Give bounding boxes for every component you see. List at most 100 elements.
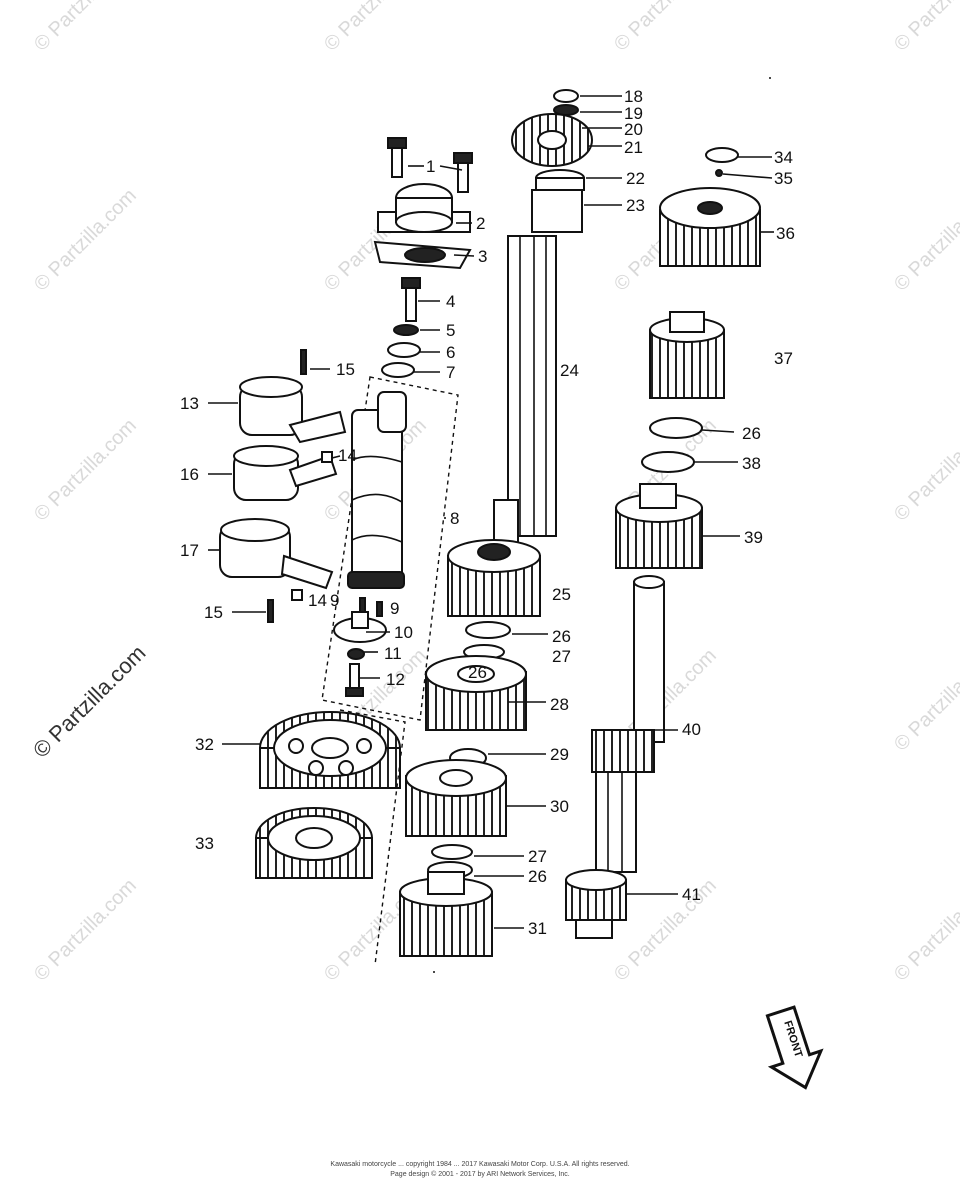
callout-label: 6 — [446, 343, 455, 362]
bolt-part-1 — [387, 137, 473, 193]
output-shaft-part-24 — [493, 235, 557, 551]
drum-assembly-outline — [321, 376, 459, 721]
callout-label: 27 — [552, 647, 571, 666]
callout-label: 32 — [195, 735, 214, 754]
callout-label: 15 — [336, 360, 355, 379]
shift-drum-part-8 — [347, 391, 407, 589]
callout-label: 8 — [450, 509, 459, 528]
callout-label: 2 — [476, 214, 485, 233]
input-shaft-group — [565, 147, 761, 939]
gear-part-39 — [615, 483, 703, 569]
callout-label: 37 — [774, 349, 793, 368]
callout-label: 17 — [180, 541, 199, 560]
front-arrow-icon: FRONT — [765, 1005, 824, 1090]
callout-label: 39 — [744, 528, 763, 547]
roller-part-14 — [291, 589, 303, 601]
washer-part-27 — [431, 844, 473, 860]
callout-label: 24 — [560, 361, 579, 380]
callout-label: 40 — [682, 720, 701, 739]
shaft-gear-part-41 — [565, 869, 627, 939]
copyright-line: Kawasaki motorcycle ... copyright 1984 .… — [330, 1161, 630, 1168]
plate-part-7 — [381, 362, 415, 378]
stray-mark — [769, 77, 771, 79]
callout-label: 28 — [550, 695, 569, 714]
callout-label: 11 — [384, 644, 402, 663]
pin-part-9 — [359, 597, 366, 613]
callout-label: 18 — [624, 87, 643, 106]
bolt-part-12 — [345, 663, 364, 697]
sprocket-part-21 — [511, 113, 593, 167]
circlip-part-26 — [649, 417, 703, 439]
callout-label: 38 — [742, 454, 761, 473]
pin-part-15 — [267, 599, 274, 623]
callout-label: 16 — [180, 465, 199, 484]
callout-label: 41 — [682, 885, 701, 904]
gasket-part-3 — [373, 240, 472, 270]
washer-part-6 — [387, 342, 421, 358]
callout-label: 34 — [774, 148, 793, 167]
stray-mark — [433, 971, 435, 973]
callout-label: 12 — [386, 670, 405, 689]
gear-part-37 — [649, 311, 725, 399]
callout-label: 36 — [776, 224, 795, 243]
cap-part-34 — [705, 147, 739, 163]
pin-part-15 — [300, 349, 307, 375]
callout-label: 26 — [528, 867, 547, 886]
gear-part-31 — [399, 871, 493, 957]
callout-label: 9 — [390, 599, 399, 618]
gear-part-28 — [425, 655, 527, 731]
callout-label: 5 — [446, 321, 455, 340]
callout-labels: 1 2 3 4 5 6 7 8 9 9 10 11 12 13 14 14 15… — [180, 87, 795, 938]
callout-label: 15 — [204, 603, 223, 622]
roller-part-14 — [321, 451, 333, 463]
pin-part-9 — [376, 601, 383, 617]
callout-label: 30 — [550, 797, 569, 816]
gear-part-33 — [255, 807, 373, 879]
collar-part-22 — [535, 169, 585, 191]
ball-part-35 — [715, 169, 723, 177]
gear-group-outline — [339, 709, 406, 966]
callout-label: 35 — [774, 169, 793, 188]
washer-part-5 — [393, 324, 419, 336]
callout-label: 19 — [624, 104, 643, 123]
gear-part-32 — [259, 711, 401, 789]
drum-cover-part-2 — [377, 183, 471, 233]
callout-label: 21 — [624, 138, 643, 157]
circlip-part-26 — [465, 621, 511, 639]
callout-label: 26 — [742, 424, 761, 443]
callout-label: 9 — [330, 591, 339, 610]
shift-fork-part-17 — [219, 518, 334, 590]
gear-part-30 — [405, 759, 507, 837]
callout-label: 4 — [446, 292, 455, 311]
output-shaft-group — [399, 89, 593, 957]
leader-lines — [208, 95, 774, 929]
callout-label: 13 — [180, 394, 199, 413]
input-shaft-part-40 — [591, 575, 665, 873]
cap-part-18 — [553, 89, 579, 103]
copyright-line: Page design © 2001 - 2017 by ARI Network… — [390, 1171, 570, 1178]
callout-label: 26 — [552, 627, 571, 646]
shift-fork-part-16 — [233, 445, 338, 501]
callout-label: 14 — [338, 446, 357, 465]
washer-part-11 — [347, 648, 365, 660]
callout-label: 25 — [552, 585, 571, 604]
callout-label: 29 — [550, 745, 569, 764]
callout-label: 10 — [394, 623, 413, 642]
sleeve-part-23 — [531, 189, 583, 233]
cam-plate-part-10 — [333, 611, 387, 643]
callout-label: 23 — [626, 196, 645, 215]
shift-drum-group — [321, 137, 473, 721]
callout-label: 26 — [468, 663, 487, 682]
gear-part-25 — [447, 539, 541, 617]
shift-fork-part-13 — [239, 376, 347, 444]
callout-label: 33 — [195, 834, 214, 853]
washer-part-38 — [641, 451, 695, 473]
gear-part-36 — [659, 187, 761, 267]
callout-label: 1 — [426, 157, 435, 176]
shift-forks-group — [219, 349, 347, 623]
callout-label: 22 — [626, 169, 645, 188]
callout-label: 14 — [308, 591, 327, 610]
bolt-part-4 — [401, 277, 421, 322]
callout-label: 20 — [624, 120, 643, 139]
